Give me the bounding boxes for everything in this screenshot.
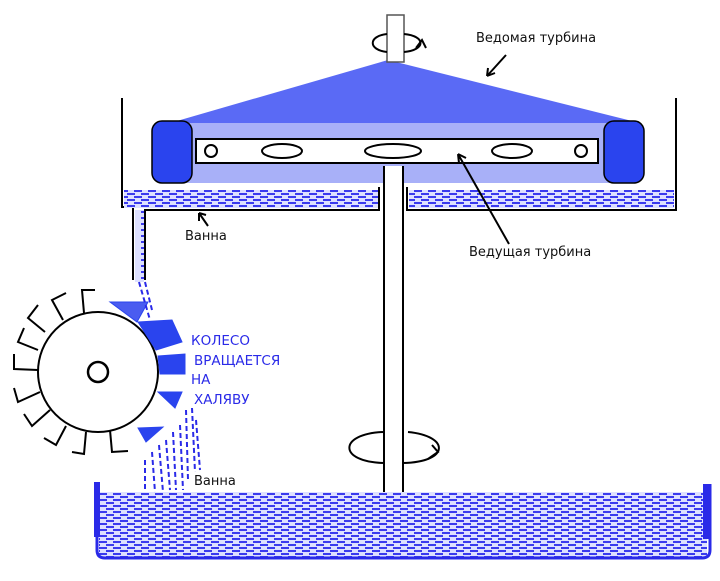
caption-line-3: НА	[191, 372, 211, 388]
caption-line-4: ХАЛЯВУ	[194, 392, 250, 408]
arrow-upper-bath-icon	[198, 212, 209, 227]
label-driven-turbine: Ведомая турбина	[476, 31, 597, 46]
turbine-blade-right	[603, 120, 645, 184]
water-wheel	[13, 289, 186, 456]
lower-bath	[94, 482, 712, 560]
upper-tank	[121, 98, 677, 282]
label-lower-bath: Ванна	[194, 474, 236, 489]
rotation-arrow-top-icon	[371, 33, 427, 53]
label-arrows	[198, 54, 510, 245]
caption-line-2: ВРАЩАЕТСЯ	[194, 353, 281, 369]
top-shaft	[386, 14, 405, 63]
driven-turbine-cone	[170, 60, 640, 123]
arrow-driving-turbine-icon	[457, 153, 510, 245]
turbine-blade-left	[151, 120, 193, 184]
caption-line-1: КОЛЕСО	[191, 333, 250, 349]
drain-stream	[135, 210, 144, 282]
main-shaft	[383, 166, 404, 547]
label-upper-bath: Ванна	[185, 229, 227, 244]
falling-water	[138, 281, 201, 493]
driving-turbine	[195, 138, 599, 164]
arrow-driven-turbine-icon	[486, 54, 507, 77]
label-driving-turbine: Ведущая турбина	[469, 245, 592, 260]
rotation-arrow-bottom-icon	[348, 431, 440, 464]
